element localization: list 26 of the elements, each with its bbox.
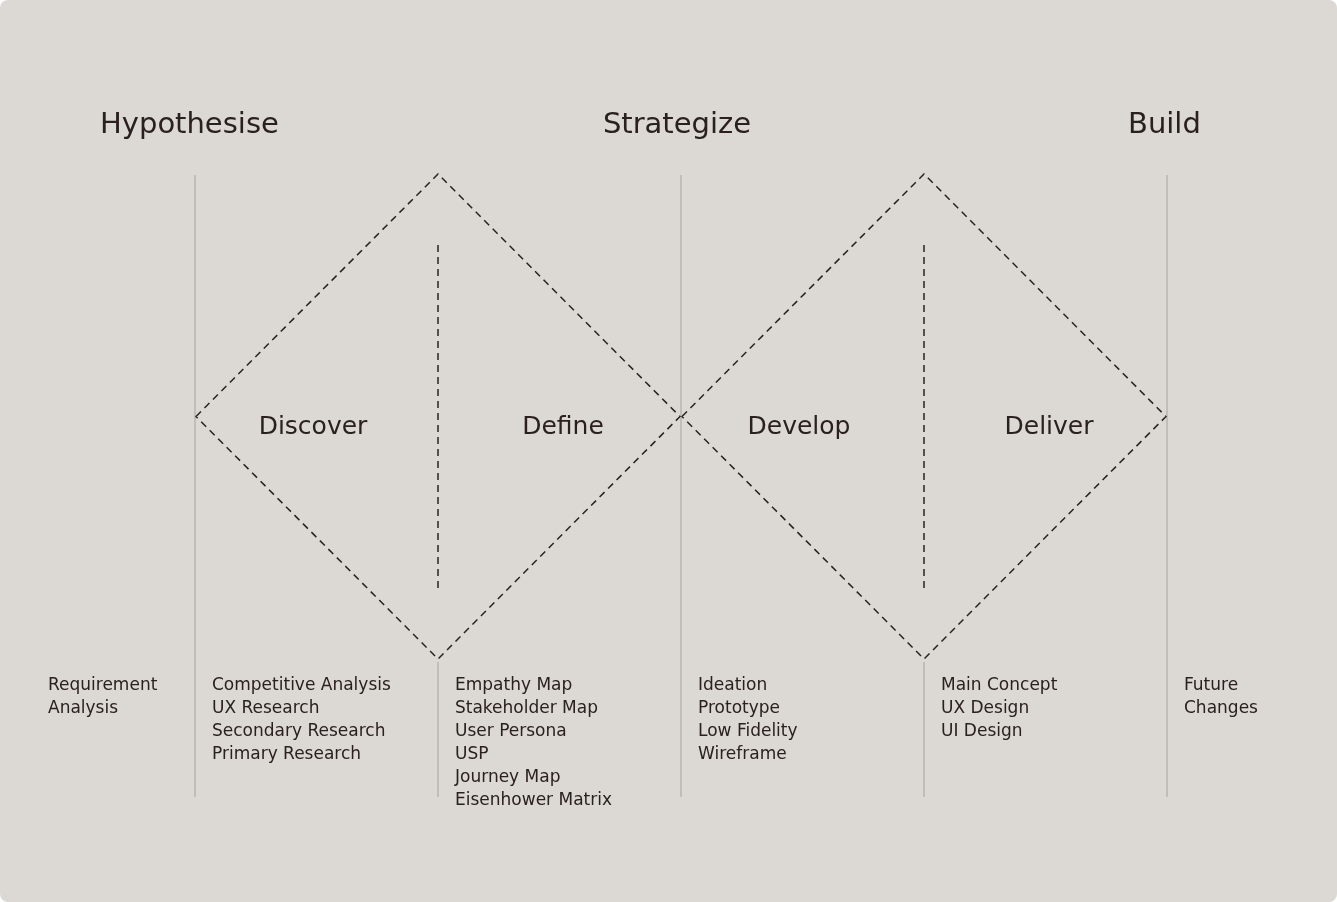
phase-label: Define: [522, 410, 604, 439]
activity-text: Stakeholder Map: [455, 696, 598, 719]
phase-label: Discover: [258, 410, 368, 439]
activity-text: Eisenhower Matrix: [455, 788, 612, 811]
activity-text: UX Research: [212, 696, 320, 719]
activity-text: Competitive Analysis: [212, 673, 391, 696]
activity-text: Empathy Map: [455, 673, 573, 696]
stage-heading: Hypothesise: [100, 106, 279, 140]
activity-text: Primary Research: [212, 742, 362, 765]
activity-text: Wireframe: [698, 742, 787, 765]
stage-heading: Strategize: [602, 106, 752, 140]
activity-text: Future Changes: [1184, 673, 1259, 719]
phase-label: Develop: [747, 410, 851, 439]
activity-text: Requirement Analysis: [48, 673, 159, 719]
activity-text: Main Concept: [941, 673, 1058, 696]
stage-heading: Build: [1128, 106, 1201, 140]
activity-text: Low Fidelity: [698, 719, 798, 742]
activity-text: Ideation: [698, 673, 768, 696]
activity-text: Journey Map: [455, 765, 561, 788]
phase-label: Deliver: [1004, 410, 1094, 439]
activity-text: User Persona: [455, 719, 567, 742]
activity-text: USP: [455, 742, 489, 765]
activity-text: Prototype: [698, 696, 780, 719]
activity-text: Secondary Research: [212, 719, 386, 742]
activity-text: UX Design: [941, 696, 1030, 719]
activity-text: UI Design: [941, 719, 1023, 742]
